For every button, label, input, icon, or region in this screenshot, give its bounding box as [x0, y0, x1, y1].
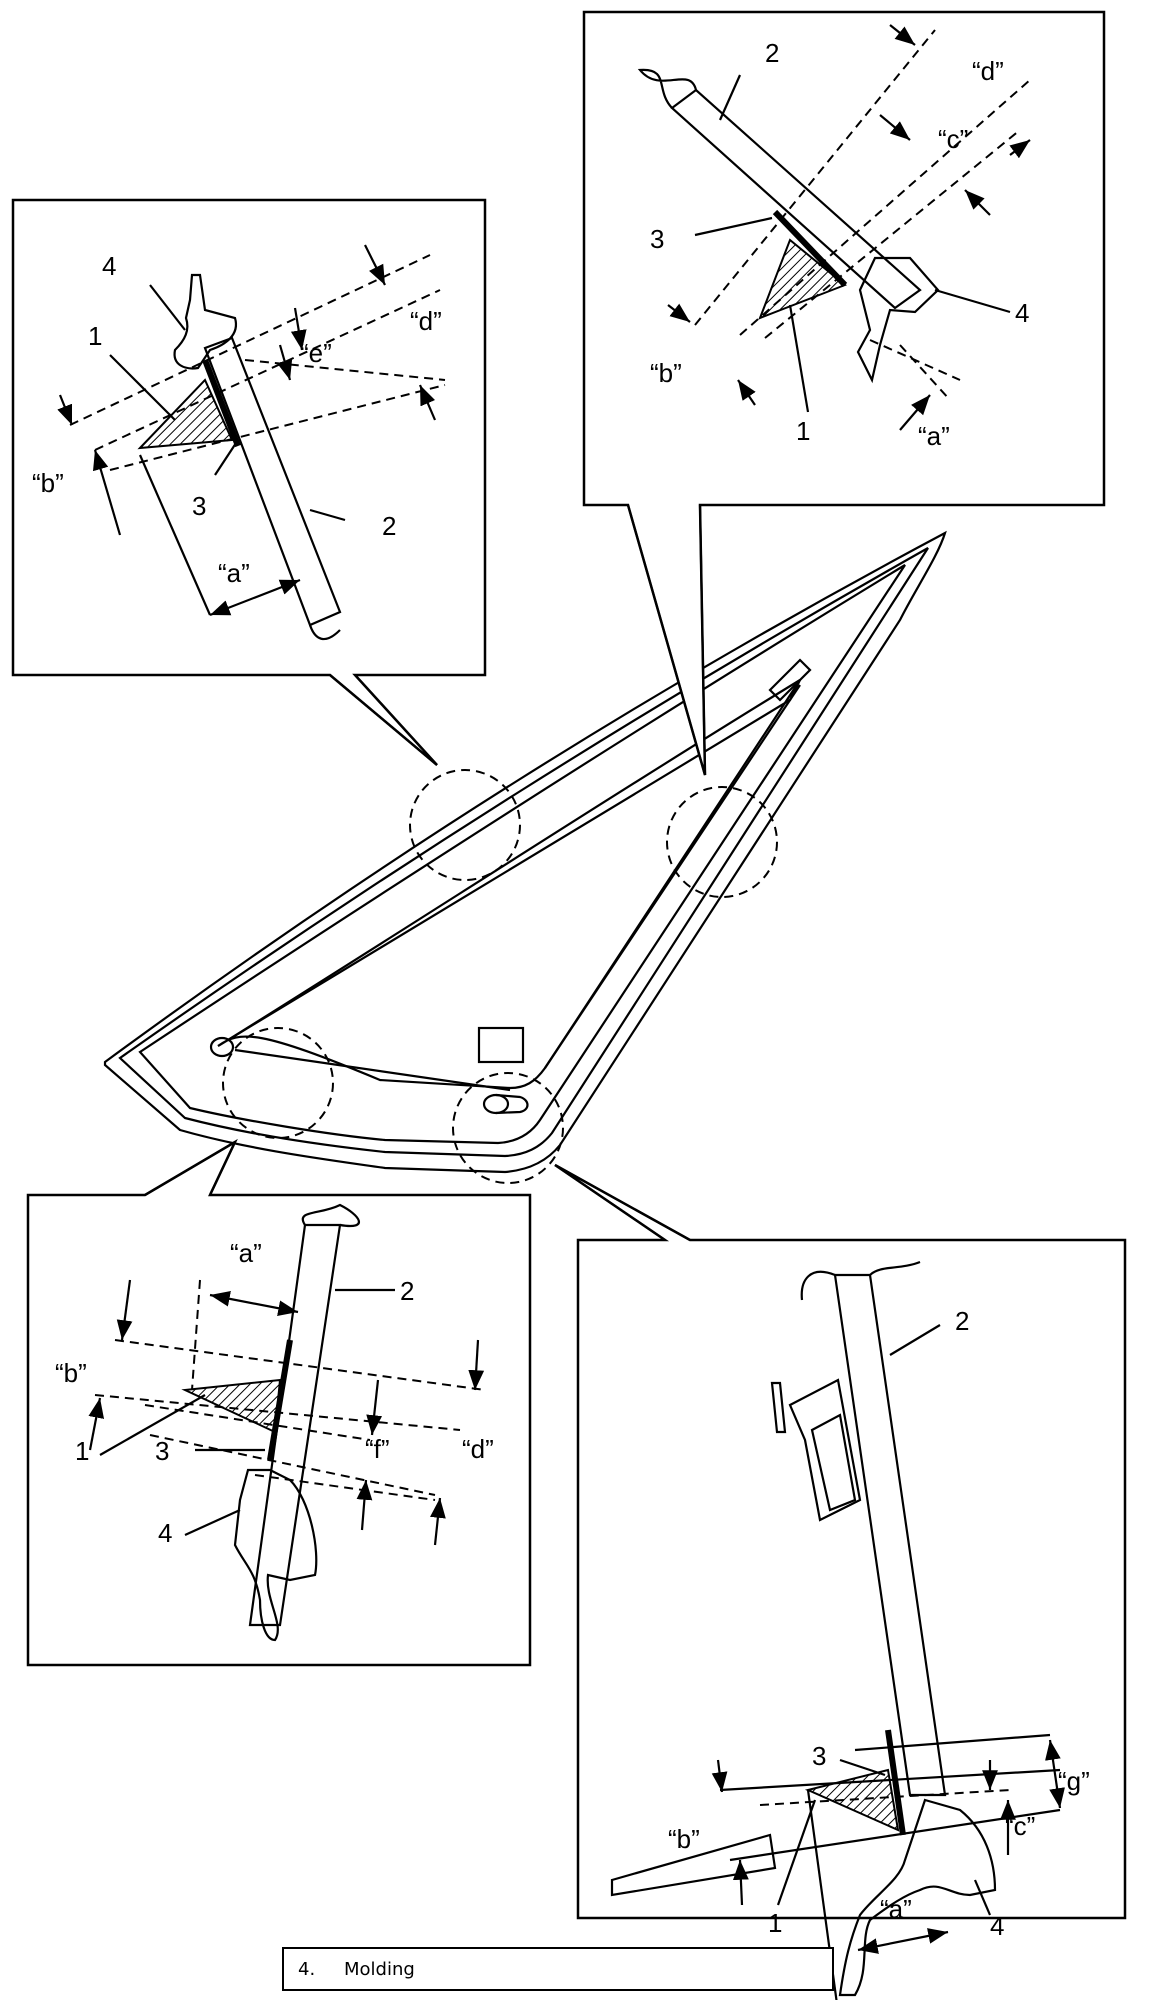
detail-circles	[222, 769, 778, 1184]
tl-callout-4: 4	[102, 251, 116, 281]
tr-callout-3: 3	[650, 224, 664, 254]
legend-text: Molding	[344, 1958, 415, 1980]
tl-dim-a: “a”	[218, 558, 250, 588]
br-callout-1: 1	[768, 1908, 782, 1938]
br-dim-b: “b”	[668, 1824, 700, 1854]
bl-callout-4: 4	[158, 1518, 172, 1548]
tl-callout-3: 3	[192, 491, 206, 521]
tr-dim-d: “d”	[972, 56, 1004, 86]
tl-callout-1: 1	[88, 321, 102, 351]
bl-dim-b: “b”	[55, 1358, 87, 1388]
br-dim-a: “a”	[880, 1894, 912, 1924]
bl-callout-3: 3	[155, 1436, 169, 1466]
tr-callout-2: 2	[765, 38, 779, 68]
br-dim-c: “c”	[1005, 1811, 1035, 1841]
tl-dim-b: “b”	[32, 468, 64, 498]
bl-callout-1: 1	[75, 1436, 89, 1466]
br-callout-2: 2	[955, 1306, 969, 1336]
tr-dim-b: “b”	[650, 358, 682, 388]
tl-dim-d: “d”	[410, 306, 442, 336]
br-callout-4: 4	[990, 1911, 1004, 1941]
legend-caption: 4. Molding	[282, 1947, 834, 1991]
bl-dim-f: “f”	[365, 1434, 390, 1464]
detail-top-left	[11, 198, 487, 766]
bl-callout-2: 2	[400, 1276, 414, 1306]
tr-callout-4: 4	[1015, 298, 1029, 328]
detail-top-right	[582, 10, 1106, 776]
tr-dim-c: “c”	[938, 124, 968, 154]
tr-callout-1: 1	[796, 416, 810, 446]
br-dim-g: “g”	[1058, 1766, 1090, 1796]
tl-callout-2: 2	[382, 511, 396, 541]
detail-bottom-left	[26, 1138, 532, 1667]
detail-bottom-right	[554, 1163, 1127, 2000]
tl-dim-e: “e”	[300, 338, 332, 368]
tr-dim-a: “a”	[918, 421, 950, 451]
bl-dim-a: “a”	[230, 1238, 262, 1268]
legend-number: 4.	[298, 1958, 316, 1980]
br-callout-3: 3	[812, 1741, 826, 1771]
bl-dim-d: “d”	[462, 1434, 494, 1464]
